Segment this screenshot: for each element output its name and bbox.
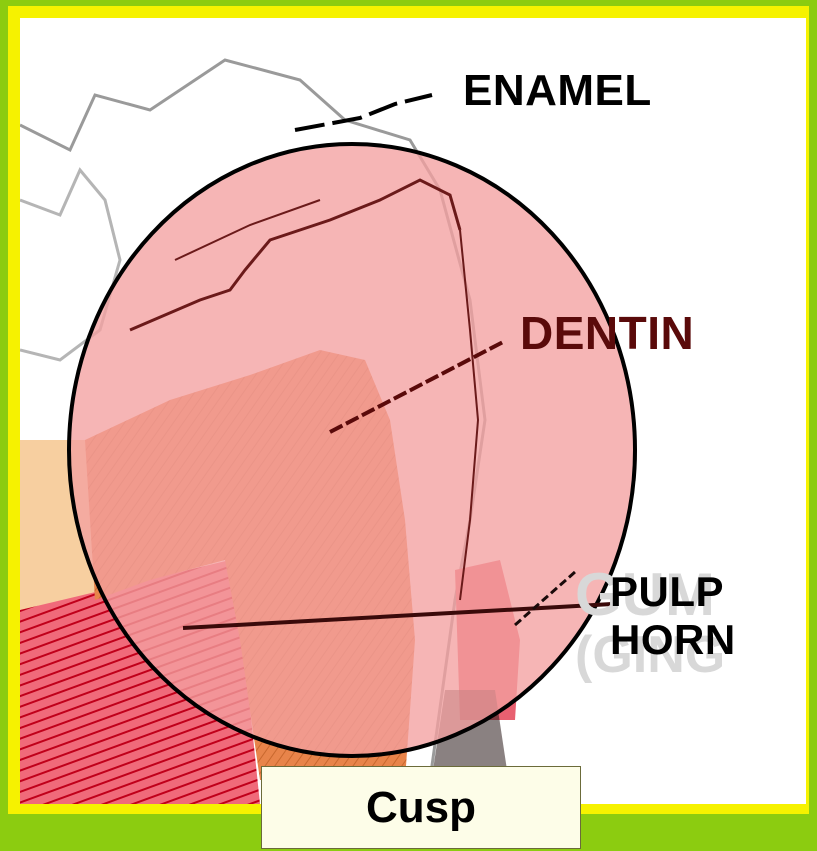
caption-box: Cusp: [261, 766, 581, 849]
label-enamel: ENAMEL: [463, 66, 652, 116]
label-dentin: DENTIN: [520, 306, 694, 360]
caption-text: Cusp: [366, 783, 476, 833]
label-pulp-horn: PULP HORN: [610, 568, 736, 664]
label-pulp-horn-line1: PULP: [610, 568, 736, 616]
label-pulp-horn-line2: HORN: [610, 616, 736, 664]
highlight-circle: [69, 144, 635, 756]
